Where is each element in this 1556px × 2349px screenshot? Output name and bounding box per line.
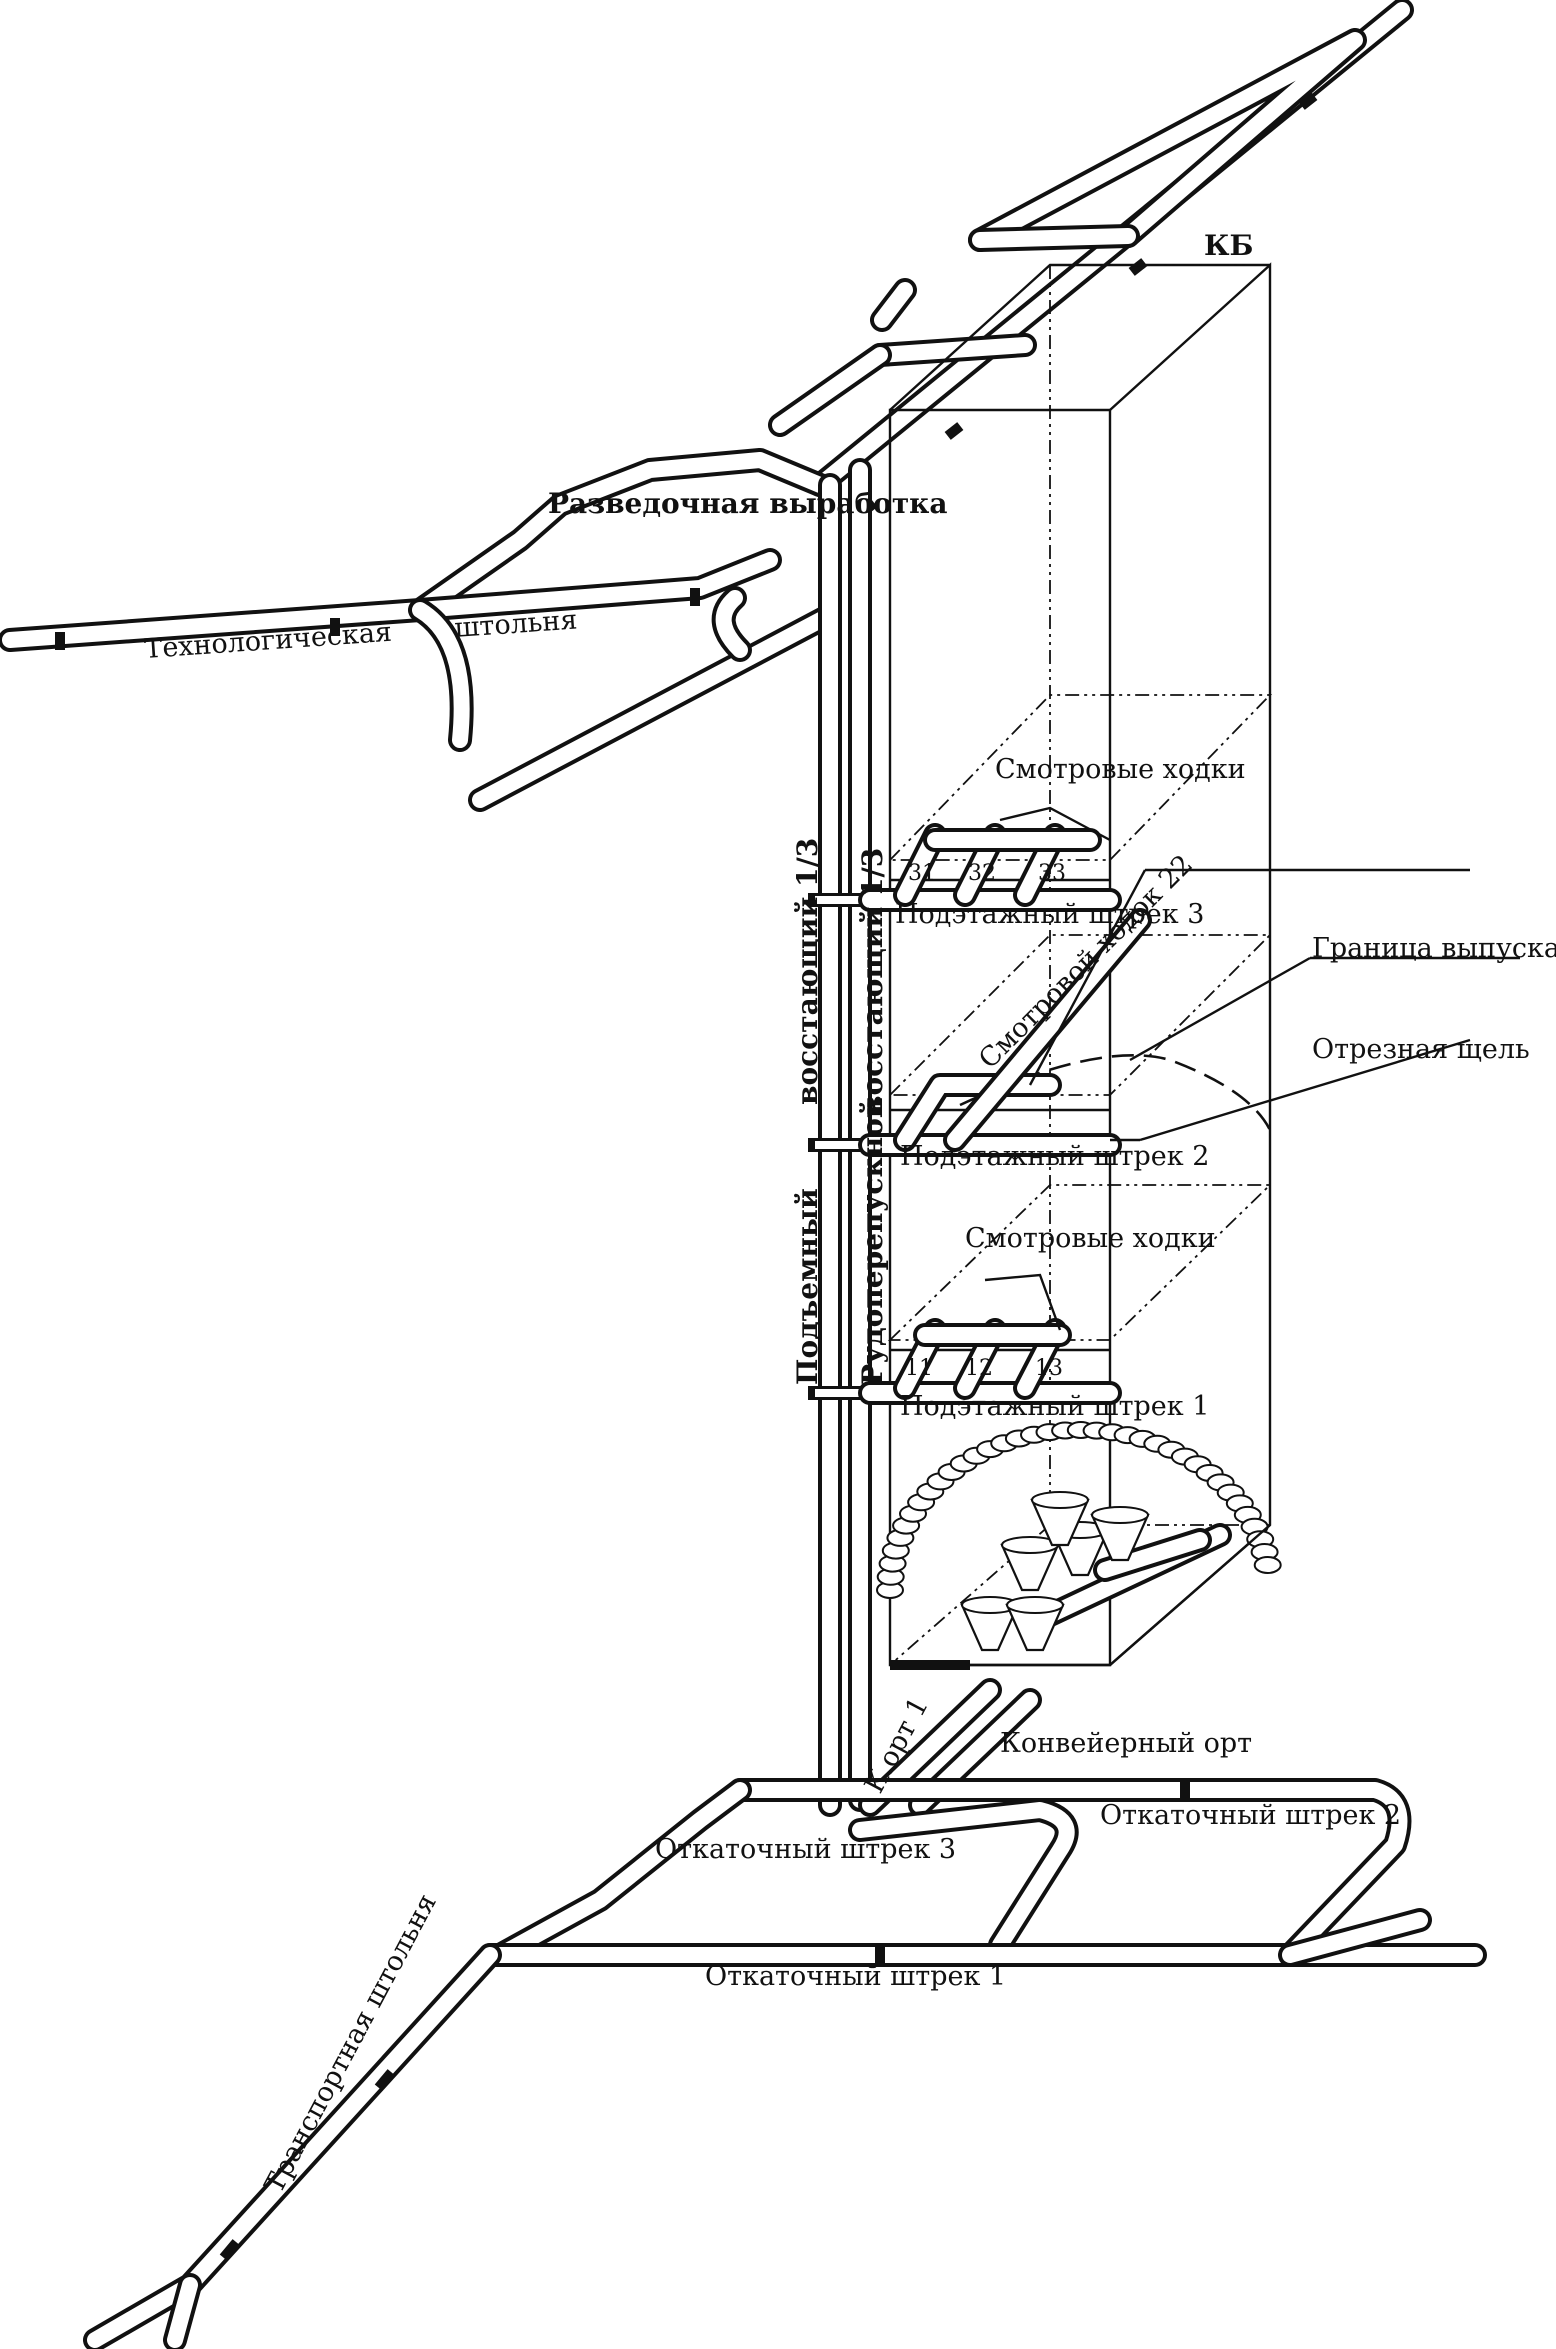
label-sublevel-drift-3: Подэтажный штрек 3 [895, 899, 1204, 930]
label-raise-1-3-b: восстающий 1/3 [856, 848, 889, 1115]
label-inspection-drifts-bottom: Смотровые ходки [965, 1223, 1216, 1254]
broken-ore-pile [876, 1421, 1282, 1599]
label-haulage-drift-2: Откаточный штрек 2 [1100, 1800, 1401, 1831]
upper-workings [0, 0, 1414, 812]
transport-adit [83, 1943, 502, 2349]
ore-pebble [1253, 1556, 1282, 1574]
label-kb: КБ [1204, 229, 1253, 262]
label-sublevel-drift-2: Подэтажный штрек 2 [900, 1141, 1209, 1172]
label-haulage-drift-3: Откаточный штрек 3 [655, 1834, 956, 1865]
bay-12: 12 [965, 1356, 993, 1381]
label-exploration-working: Разведочная выработка [548, 487, 948, 520]
bay-32: 32 [968, 861, 996, 886]
label-sublevel-drift-1: Подэтажный штрек 1 [900, 1391, 1209, 1422]
label-inspection-drifts-top: Смотровые ходки [995, 754, 1246, 785]
draw-funnel-rim [1006, 1596, 1064, 1614]
sublevel-drift-1 [858, 1273, 1122, 1405]
draw-point-funnels [890, 1491, 1271, 1670]
label-lifting: Подъемный [791, 1188, 824, 1385]
bay-33: 33 [1038, 861, 1066, 886]
draw-funnel-rim [1031, 1491, 1089, 1509]
label-ore-pass: Рудоперепускной [856, 1097, 889, 1385]
sublevel-drift-3 [858, 806, 1122, 912]
label-conveyor-crosscut: Конвейерный орт [1000, 1728, 1252, 1759]
bay-13: 13 [1035, 1356, 1063, 1381]
sublevel-drift-2 [858, 908, 1152, 1157]
raises [808, 458, 872, 1817]
bay-11: 11 [905, 1356, 933, 1381]
bay-31: 31 [908, 861, 936, 886]
label-haulage-drift-1: Откаточный штрек 1 [705, 1961, 1006, 1992]
haulage-level [478, 1778, 1487, 1967]
leader-cut-slot [1139, 1038, 1471, 1142]
label-cut-slot: Отрезная щель [1312, 1034, 1530, 1065]
draw-funnel-rim [1091, 1506, 1149, 1524]
leader-lines [1028, 868, 1520, 1142]
label-raise-1-3: восстающий 1/3 [791, 838, 824, 1105]
label-release-boundary: Граница выпуска [1312, 933, 1556, 964]
leader-release-boundary-tip [1028, 869, 1147, 1086]
